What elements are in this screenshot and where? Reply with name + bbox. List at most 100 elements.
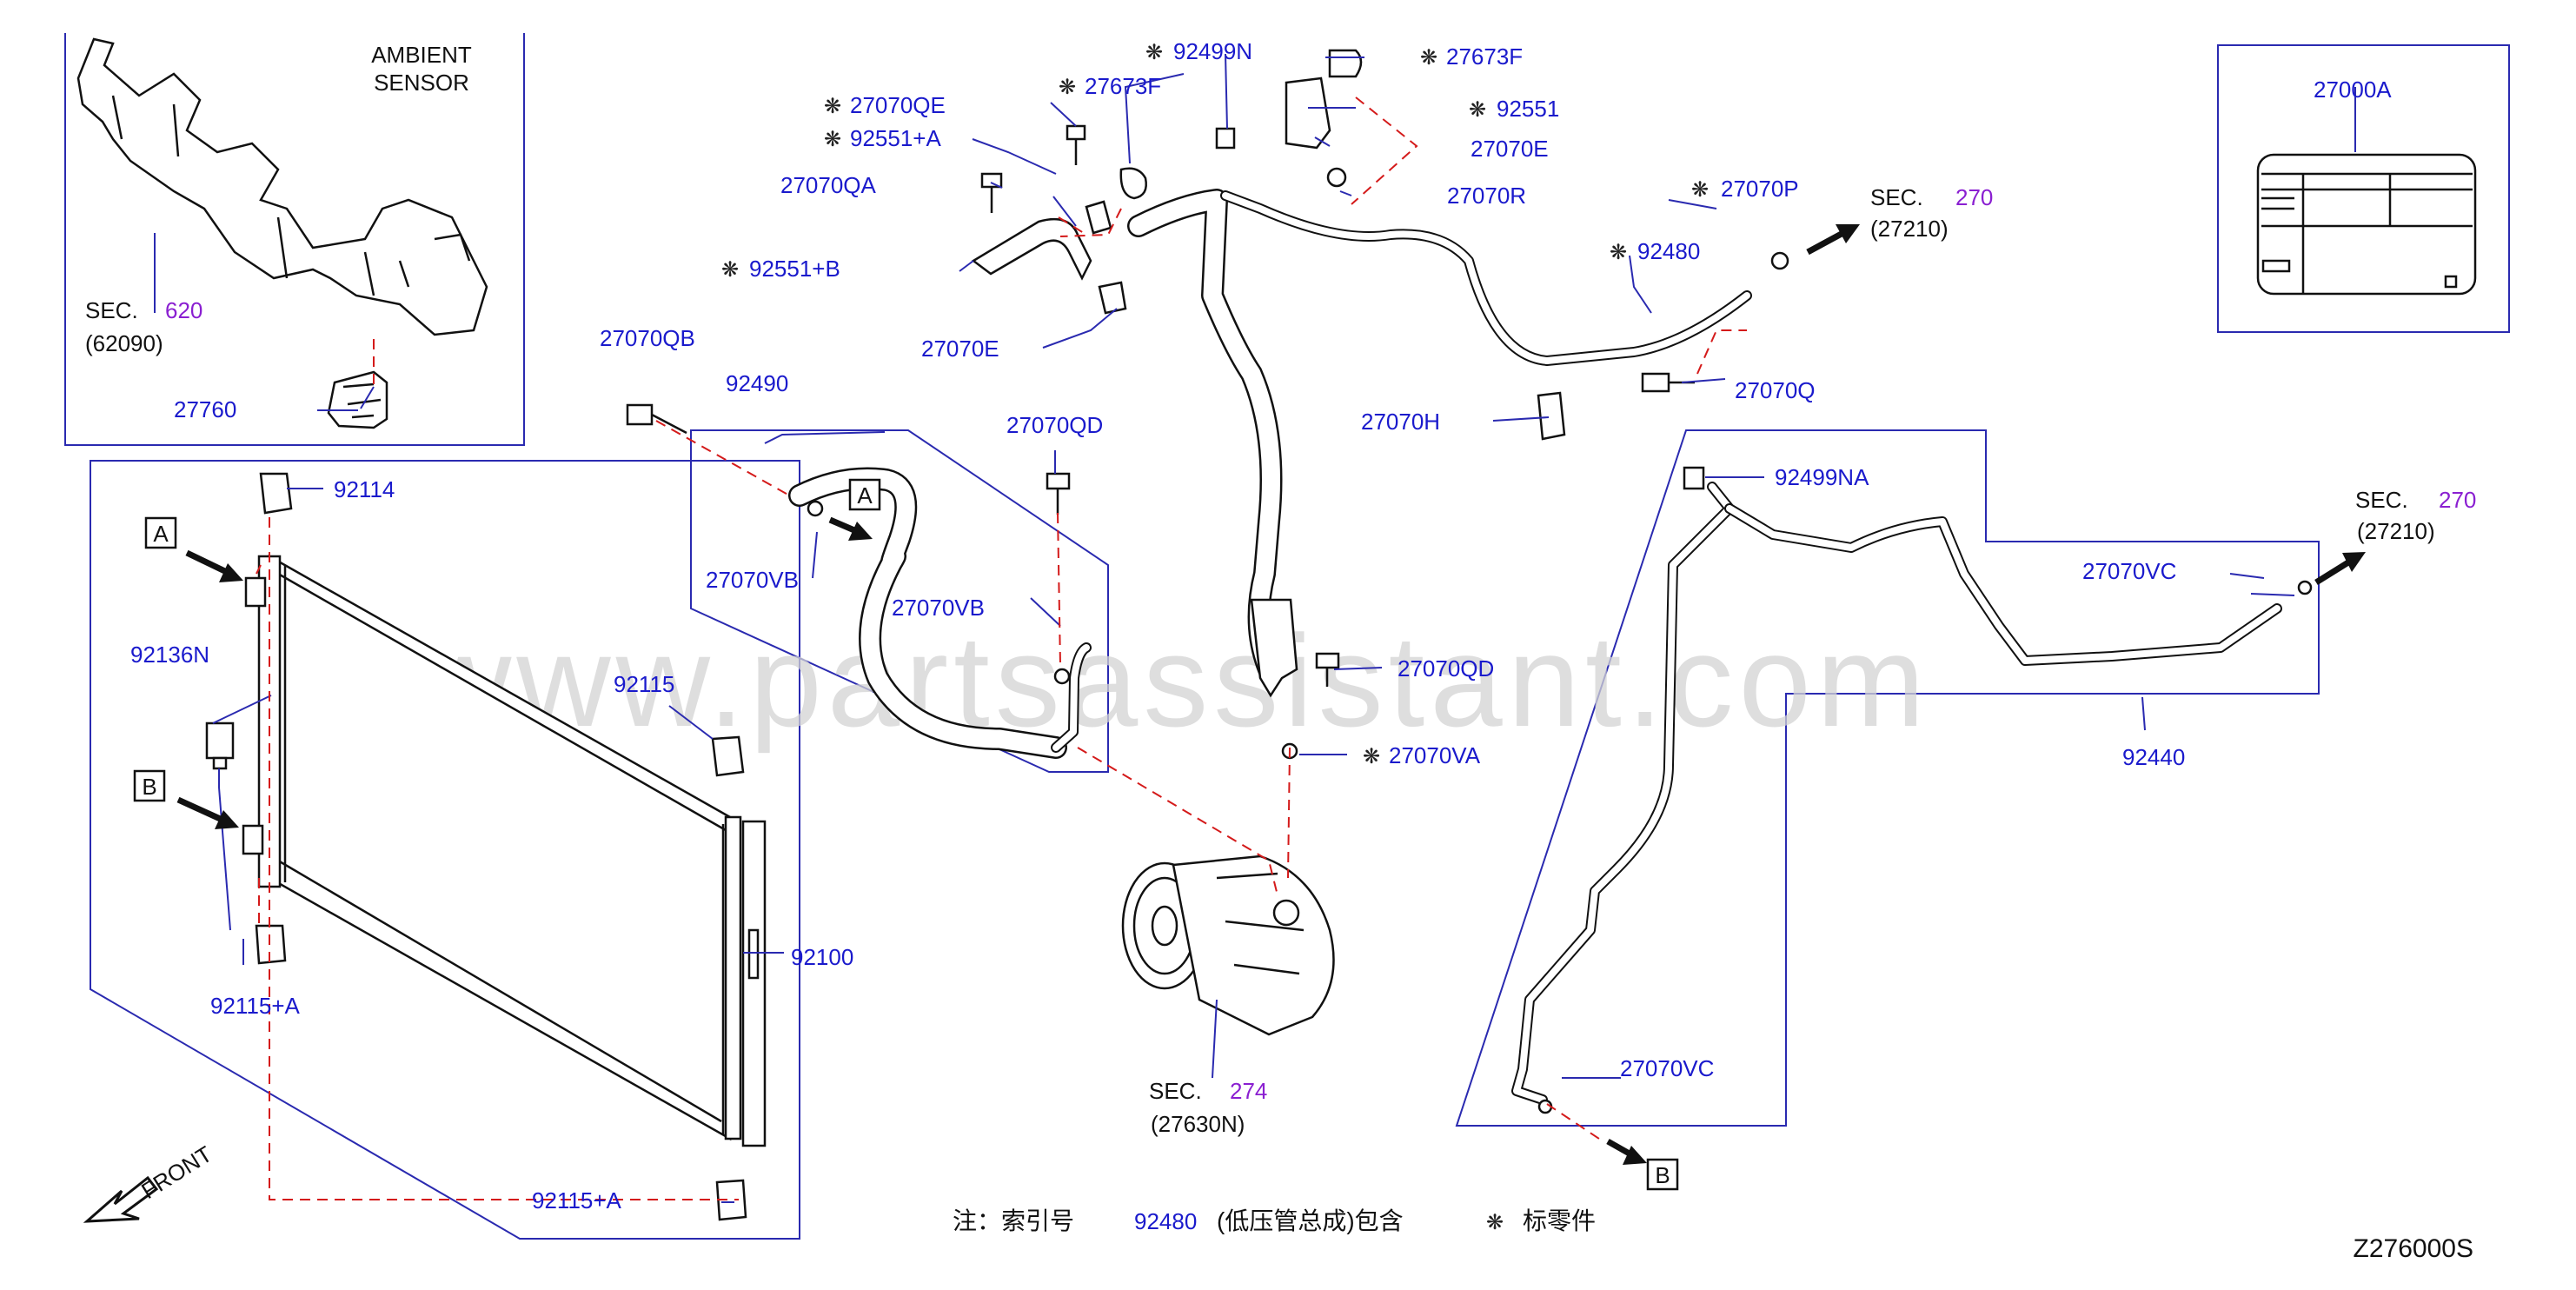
part-label-92440[interactable]: 92440 (2122, 744, 2185, 770)
part-label-27070vc-bottom[interactable]: 27070VC (1620, 1055, 1714, 1081)
sec-620-ref: (62090) (85, 330, 163, 356)
compressor-27630n[interactable] (1121, 854, 1335, 1036)
star-92480: ❋ (1610, 241, 1627, 264)
bolt-27070qe[interactable] (1066, 124, 1086, 165)
part-label-27070va[interactable]: 27070VA (1389, 742, 1481, 768)
part-label-27070qa[interactable]: 27070QA (780, 172, 877, 198)
part-label-27070vc-right[interactable]: 27070VC (2082, 558, 2176, 584)
part-label-92115[interactable]: 92115 (614, 671, 674, 697)
condenser-92100[interactable] (257, 554, 767, 1147)
pressure-sensor-92136n[interactable] (205, 721, 235, 770)
sec-274-number[interactable]: 274 (1230, 1078, 1267, 1104)
part-label-92115-a-bottom[interactable]: 92115+A (532, 1187, 622, 1214)
part-label-92136n[interactable]: 92136N (130, 642, 209, 668)
svg-text:B: B (1655, 1162, 1670, 1188)
bracket-27070e-top[interactable] (1285, 76, 1331, 150)
nut-27070r[interactable] (1326, 167, 1347, 188)
part-label-27070r[interactable]: 27070R (1447, 183, 1526, 209)
bolt-27070qd-lower[interactable] (1315, 652, 1340, 687)
footnote-star: ❋ (1486, 1211, 1504, 1234)
clip-27673f-top[interactable] (1328, 49, 1363, 78)
part-label-92499n[interactable]: 92499N (1173, 38, 1252, 64)
sec-620-prefix: SEC. (85, 297, 138, 323)
part-label-92490[interactable]: 92490 (726, 370, 788, 396)
part-label-27070vb-right[interactable]: 27070VB (892, 595, 985, 621)
part-label-92115-a-left[interactable]: 92115+A (210, 993, 301, 1019)
condenser-frame (90, 460, 800, 1240)
diagram-code: Z276000S (2354, 1234, 2473, 1263)
o-ring-27070vc-right[interactable] (2297, 580, 2313, 595)
star-92551: ❋ (1469, 98, 1486, 122)
pipe-fitting-92499n[interactable] (1215, 127, 1236, 150)
part-label-92100[interactable]: 92100 (791, 944, 853, 970)
bracket-92115-a-bottom[interactable] (715, 1179, 747, 1221)
bolt-27070qd-upper[interactable] (1046, 472, 1071, 515)
connector-a-hose: A (848, 478, 881, 511)
part-label-27070qe[interactable]: 27070QE (850, 92, 946, 118)
connector-b-tube: B (1646, 1158, 1679, 1191)
sec-274-prefix: SEC. (1149, 1078, 1202, 1104)
part-label-92551-a[interactable]: 92551+A (850, 125, 941, 151)
part-label-27673f-top[interactable]: 27673F (1446, 43, 1523, 70)
footnote-suffix: (低压管总成)包含 (1217, 1207, 1404, 1234)
sec-270-right-prefix: SEC. (2355, 487, 2408, 513)
bracket-92115[interactable] (711, 735, 745, 777)
sec-270-top-prefix: SEC. (1870, 184, 1923, 210)
ambient-sensor-part[interactable] (327, 370, 388, 429)
star-27070va: ❋ (1363, 745, 1380, 768)
part-label-27760[interactable]: 27760 (174, 396, 236, 422)
bumper-bracket-drawing (76, 37, 488, 336)
part-label-92551[interactable]: 92551 (1497, 96, 1559, 122)
part-label-27000a[interactable]: 27000A (2314, 76, 2392, 103)
o-ring-27070p[interactable] (1770, 251, 1789, 270)
part-label-27070qd-lower[interactable]: 27070QD (1398, 655, 1494, 682)
part-label-27070vb-left[interactable]: 27070VB (706, 567, 799, 593)
sec-270-right-number[interactable]: 270 (2439, 487, 2476, 513)
part-label-27070e-top[interactable]: 27070E (1471, 136, 1549, 162)
sec-270-top-ref: (27210) (1870, 216, 1949, 242)
sec-270-top-number[interactable]: 270 (1955, 184, 1993, 210)
part-label-92480[interactable]: 92480 (1637, 238, 1700, 264)
label-27000a-plate[interactable] (2256, 153, 2477, 296)
svg-text:A: A (857, 482, 873, 509)
bracket-27070h[interactable] (1537, 391, 1566, 441)
dashed-connection-lines (256, 96, 1747, 1200)
front-label: FRONT (136, 1140, 216, 1204)
part-label-27673f-left[interactable]: 27673F (1085, 73, 1161, 99)
o-ring-27070vb[interactable] (807, 500, 824, 517)
ambient-sensor-title-1: AMBIENT (371, 42, 472, 68)
sec-620-number[interactable]: 620 (165, 297, 202, 323)
o-ring-27070vb-lower[interactable] (1053, 668, 1071, 685)
clip-27070e-left[interactable] (1098, 281, 1127, 315)
star-27673f-top: ❋ (1420, 46, 1437, 70)
pipe-fitting-92499na[interactable] (1683, 466, 1705, 490)
part-label-92551-b[interactable]: 92551+B (749, 256, 840, 282)
bolt-27070qa[interactable] (980, 172, 1003, 213)
part-label-27070e-left[interactable]: 27070E (921, 336, 999, 362)
part-label-92499na[interactable]: 92499NA (1775, 464, 1869, 490)
tube-92440-frame (1455, 429, 2320, 1127)
part-label-27070p[interactable]: 27070P (1721, 176, 1799, 202)
connector-a-condenser: A (144, 516, 177, 549)
bracket-92115-a-lower-left[interactable] (255, 924, 287, 965)
part-label-27070q[interactable]: 27070Q (1735, 377, 1816, 403)
ambient-sensor-title-2: SENSOR (374, 70, 469, 96)
sec-270-right-ref: (27210) (2357, 518, 2435, 544)
part-label-27070h[interactable]: 27070H (1361, 409, 1440, 435)
label-27000a-frame (2217, 44, 2510, 333)
footnote-star-text: 标零件 (1523, 1207, 1596, 1234)
high-pressure-tube-92440[interactable] (1511, 482, 2282, 1105)
star-27673f-left: ❋ (1059, 76, 1076, 99)
low-pressure-hose-92480[interactable] (1127, 189, 1752, 698)
bracket-92114[interactable] (259, 472, 293, 515)
part-label-27070qd-upper[interactable]: 27070QD (1006, 412, 1103, 438)
footnote-part[interactable]: 92480 (1134, 1208, 1197, 1234)
svg-text:A: A (153, 521, 169, 547)
bolt-27070qb[interactable] (626, 403, 687, 435)
hose-92490-frame (690, 429, 1109, 773)
leader-lines (154, 53, 2356, 1203)
part-label-92114[interactable]: 92114 (334, 476, 395, 502)
part-label-27070qb[interactable]: 27070QB (600, 325, 695, 351)
condenser-port-b (242, 824, 264, 855)
